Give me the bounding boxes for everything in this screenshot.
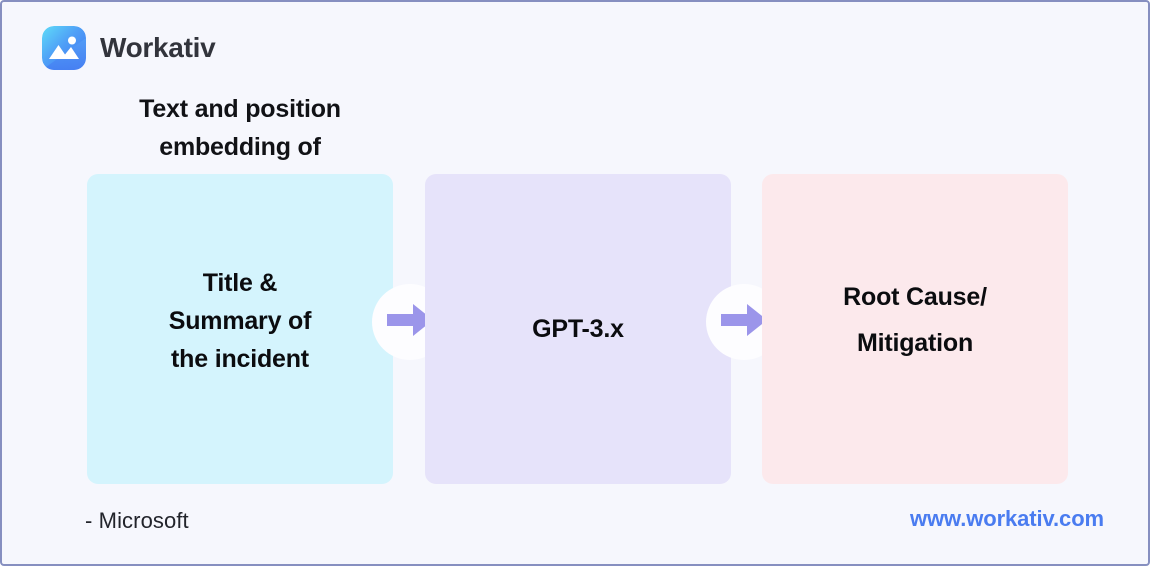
flow-step-model-label: GPT-3.x bbox=[532, 310, 624, 348]
flow-step-input-line-2: Summary of bbox=[168, 307, 312, 335]
flow-step-output: Root Cause/ Mitigation bbox=[762, 174, 1068, 484]
website-url-link[interactable]: www.workativ.com bbox=[909, 506, 1104, 531]
brand-name: Workativ bbox=[100, 32, 216, 63]
flow-step-input-label: Title & Summary of the incident bbox=[168, 264, 312, 378]
flow-step-input-line-3: the incident bbox=[171, 345, 309, 373]
arrow-right-icon bbox=[721, 303, 767, 342]
flow-step-output-line-1: Root Cause/ bbox=[843, 283, 987, 311]
flow-step-model-line-1: GPT-3.x bbox=[532, 315, 624, 343]
flow-step-input-line-1: Title & bbox=[202, 269, 278, 297]
flow-step-model: GPT-3.x bbox=[425, 174, 731, 484]
caption-line-2: embedding of bbox=[159, 133, 321, 161]
flow-step-output-line-2: Mitigation bbox=[856, 329, 974, 357]
source-attribution: - Microsoft bbox=[85, 508, 189, 533]
flow-caption: Text and position embedding of bbox=[87, 90, 393, 166]
caption-line-1: Text and position bbox=[139, 95, 341, 123]
flow-step-output-label: Root Cause/ Mitigation bbox=[843, 274, 987, 366]
arrow-right-icon bbox=[387, 303, 433, 342]
brand-header: Workativ bbox=[42, 26, 216, 70]
workativ-image-logo-icon bbox=[42, 26, 86, 70]
flow-step-input: Title & Summary of the incident bbox=[87, 174, 393, 484]
